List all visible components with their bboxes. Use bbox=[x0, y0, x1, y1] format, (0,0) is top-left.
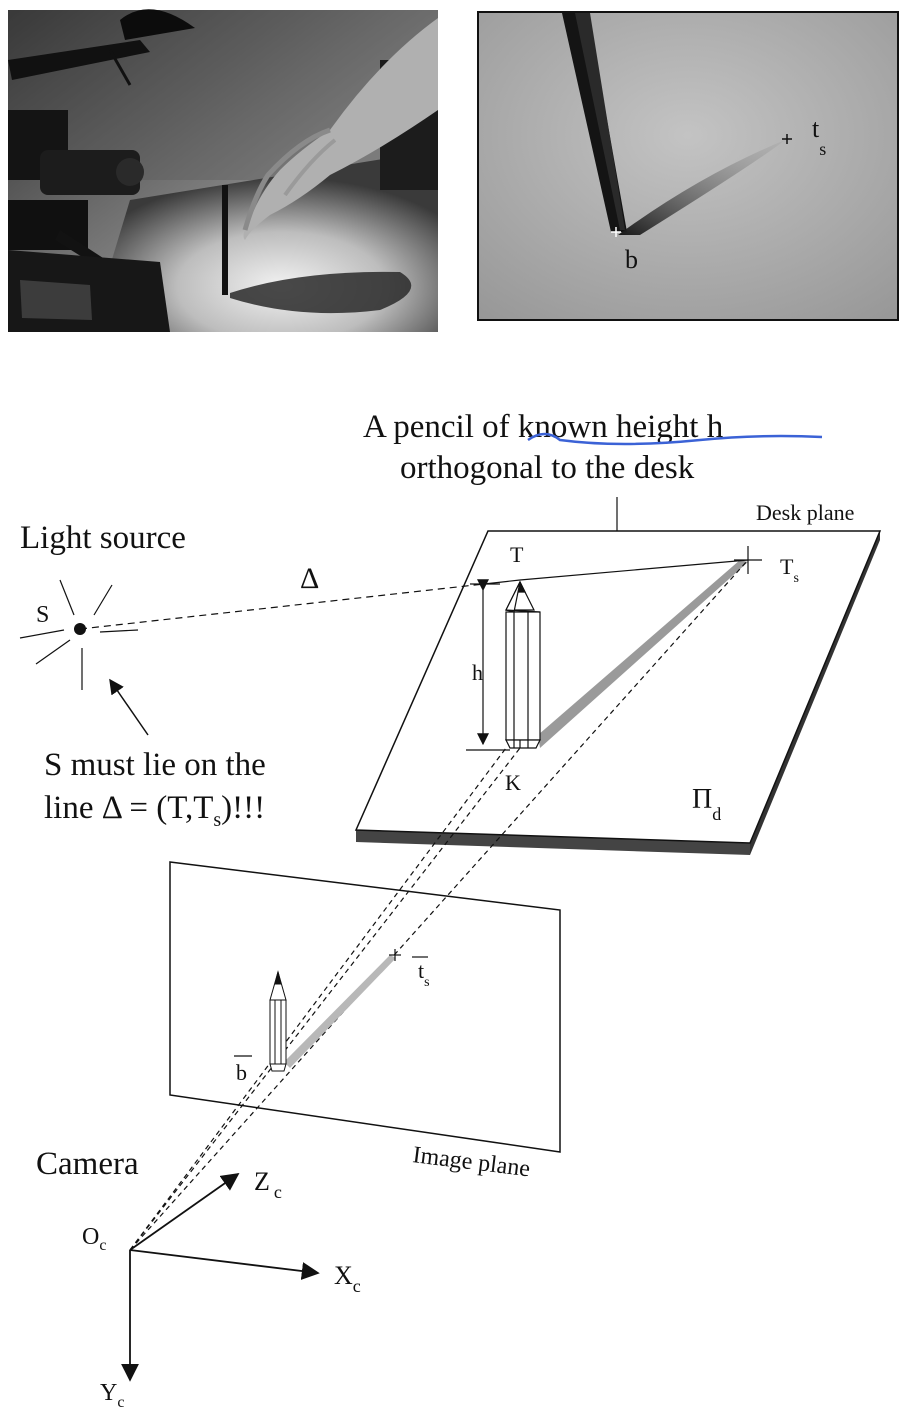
height-dimension bbox=[466, 579, 510, 751]
pencil-annotation-line2: orthogonal to the desk bbox=[400, 450, 695, 486]
label-ts: ts bbox=[812, 114, 826, 159]
point-Ts-label: Ts bbox=[780, 554, 799, 586]
image-pencil-shadow bbox=[284, 955, 396, 1068]
camera-origin-label: Oc bbox=[82, 1224, 106, 1254]
point-ts-marker bbox=[782, 134, 792, 144]
desk-plane bbox=[354, 530, 882, 855]
projection-rays bbox=[129, 559, 749, 1251]
Ts-marker bbox=[734, 546, 762, 574]
note-arrow bbox=[109, 678, 149, 736]
point-T-label: T bbox=[510, 542, 524, 567]
image-pencil bbox=[269, 970, 287, 1072]
delta-line bbox=[79, 583, 485, 630]
label-b: b bbox=[625, 245, 638, 274]
height-label: h bbox=[472, 660, 483, 685]
point-b-marker bbox=[611, 227, 621, 237]
camera-title: Camera bbox=[36, 1146, 139, 1182]
light-note-line1: S must lie on the bbox=[44, 747, 266, 783]
light-point-label: S bbox=[36, 602, 49, 628]
image-plane bbox=[169, 861, 561, 1153]
light-source-rays bbox=[19, 579, 139, 690]
image-ts-marker bbox=[389, 949, 401, 961]
highlight-underline bbox=[527, 432, 823, 446]
camera-axes bbox=[121, 1172, 320, 1382]
axis-xc-label: Xc bbox=[334, 1261, 361, 1296]
point-K-label: K bbox=[505, 770, 521, 795]
setup-photo bbox=[8, 9, 438, 332]
pencil-shadow bbox=[538, 560, 748, 748]
T-to-Ts-line bbox=[519, 559, 749, 581]
desk-plane-label: Desk plane bbox=[756, 500, 854, 525]
light-source-title: Light source bbox=[20, 520, 186, 556]
delta-label: Δ bbox=[300, 562, 319, 595]
image-ts-label: ts bbox=[418, 958, 430, 990]
light-note-line2: line Δ = (T,Ts)!!! bbox=[44, 790, 265, 831]
axis-yc-label: Yc bbox=[100, 1380, 124, 1411]
closeup-photo: ts b bbox=[477, 11, 899, 321]
image-b-label: b bbox=[236, 1060, 247, 1085]
pencil-3d bbox=[505, 580, 541, 749]
desk-pi-label: Πd bbox=[692, 784, 721, 824]
image-plane-label: Image plane bbox=[411, 1142, 531, 1182]
pencil-annotation-line1: A pencil of known height h bbox=[363, 409, 724, 445]
delta-line-desk bbox=[483, 579, 521, 585]
